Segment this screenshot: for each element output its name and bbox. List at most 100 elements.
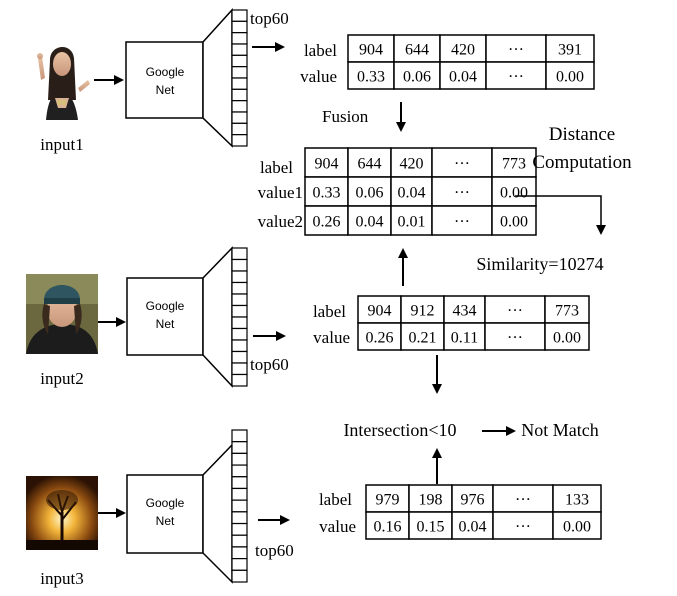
input2-table-values-cell: 0.21 [409,330,437,347]
input2-googlenet-box [126,277,204,356]
input3-feature-vector-cell [231,499,248,513]
input2-expansion-funnel [202,246,233,388]
input1-feature-vector-cell [231,77,248,90]
similarity-result: Similarity=10274 [476,254,603,274]
fusion-table-value1-cell: ··· [454,185,470,202]
input2-table-labels-cell: ··· [507,303,523,320]
input3-table-cell-border [552,511,602,540]
input1-table-cell-border [545,34,595,63]
input1-feature-vector-cell [231,66,248,79]
input2-table-labels-cell: 904 [368,303,392,320]
input2-table-labels-cell: 773 [555,303,579,320]
input2-table-cell-border [544,322,590,351]
input2-feature-vector-cell [231,304,248,318]
input3-feature-vector-cell [231,558,248,571]
fusion-table-cell-border [491,176,537,207]
input1-googlenet-box [125,41,204,119]
input3-feature-vector-cell [231,534,248,548]
fusion-table-labels-cell: 644 [358,156,382,173]
input1-table-values-cell: 0.04 [449,69,477,86]
input2-table-cell-border [443,322,486,351]
input2-table-row-label-value: value [313,328,350,347]
input3-table-labels-cell: 979 [376,492,400,509]
input2-googlenet-label-line2: Net [156,317,175,331]
input3-table-row-label-value: value [319,517,356,536]
fusion-table-labels-cell: 420 [400,156,424,173]
input1-table-labels-cell: 420 [451,42,475,59]
fusion-table-value2-cell: 0.26 [313,214,341,231]
input2-feature-vector [231,247,248,387]
input3-feature-vector-cell [231,441,248,454]
input2-feature-vector-cell [231,350,248,364]
input3-table-cell-border [451,511,494,540]
input3-table-values-cell: 0.04 [459,519,487,536]
input3-table-values-cell: 0.16 [374,519,402,536]
input1-table-row-label-value: value [300,67,337,86]
input1-table-cell-border [393,61,441,90]
input2-feature-vector-cell [231,327,248,341]
input3-feature-vector [231,429,248,583]
fusion-table-value2-cell: 0.04 [356,214,384,231]
input3-table-labels-cell: 198 [419,492,443,509]
input3-feature-vector-cell [231,452,248,466]
input3-table-values-cell: 0.15 [417,519,445,536]
input1-feature-vector-cell [231,100,248,113]
fusion-table-cell-border [431,147,493,178]
input3-feature-vector-cell [231,511,248,525]
input2-table-row-label-label: label [313,302,346,321]
input1-topk-label: top60 [250,9,289,28]
distance-arrow [515,195,606,235]
input2-table-values-cell: 0.00 [553,330,581,347]
fusion-table-cell-border [390,147,433,178]
input3-googlenet-label-line1: Google [146,496,185,510]
input2-table-cell-border [544,295,590,324]
input1-feature-vector-cell [231,111,248,124]
intersection-condition: Intersection<10 [343,420,456,440]
not-match-result: Not Match [521,420,598,440]
input3-feature-vector-cell [231,464,248,478]
fusion-label: Fusion [322,107,369,126]
input1-thumbnail [26,40,96,120]
fusion-table-row-label-label: label [260,158,293,177]
input1-table-labels-cell: 391 [558,42,582,59]
input1-table-values-cell: 0.33 [357,69,385,86]
fusion-table-value1-cell: 0.00 [500,185,528,202]
input1-caption: input1 [40,135,83,154]
input2-caption: input2 [40,369,83,388]
input3-feature-vector-cell [231,476,248,490]
input1-table-cell-border [545,61,595,90]
input2-table-cell-border [357,322,402,351]
input2-table-values-cell: 0.11 [451,330,478,347]
fusion-table-value2-cell: 0.00 [500,214,528,231]
input1-table-values-cell: ··· [508,69,524,86]
input3-table-cell-border [492,511,554,540]
input3-caption: input3 [40,569,83,588]
input2-feature-vector-cell [231,281,248,295]
distance-label-line2: Computation [532,152,632,173]
input2-googlenet-label-line1: Google [146,299,185,313]
input1-feature-vector-cell [231,9,248,22]
input2-feature-vector-cell [231,258,248,272]
input2-feature-vector-cell [231,316,248,330]
fusion-table-cell-border [347,176,392,207]
input3-thumbnail [26,476,98,550]
input1-googlenet-label-line2: Net [156,83,175,97]
fusion-table-row-label-value1: value1 [258,183,303,202]
input1-feature-vector [231,9,248,147]
fusion-table-cell-border [431,205,493,236]
input3-expansion-funnel [202,443,233,584]
input1-expansion-funnel [202,8,233,148]
fusion-table-value1-cell: 0.06 [356,185,384,202]
input3-feature-vector-cell [231,569,248,583]
input1-feature-vector-cell [231,134,248,147]
input1-table-labels-cell: 644 [405,42,429,59]
input3-table-row-label-label: label [319,490,352,509]
input1-feature-vector-cell [231,43,248,56]
input1-table-cell-border [439,34,487,63]
input3-table-cell-border [365,511,410,540]
input3-topk-label: top60 [255,541,294,560]
input1-googlenet-label-line1: Google [146,65,185,79]
